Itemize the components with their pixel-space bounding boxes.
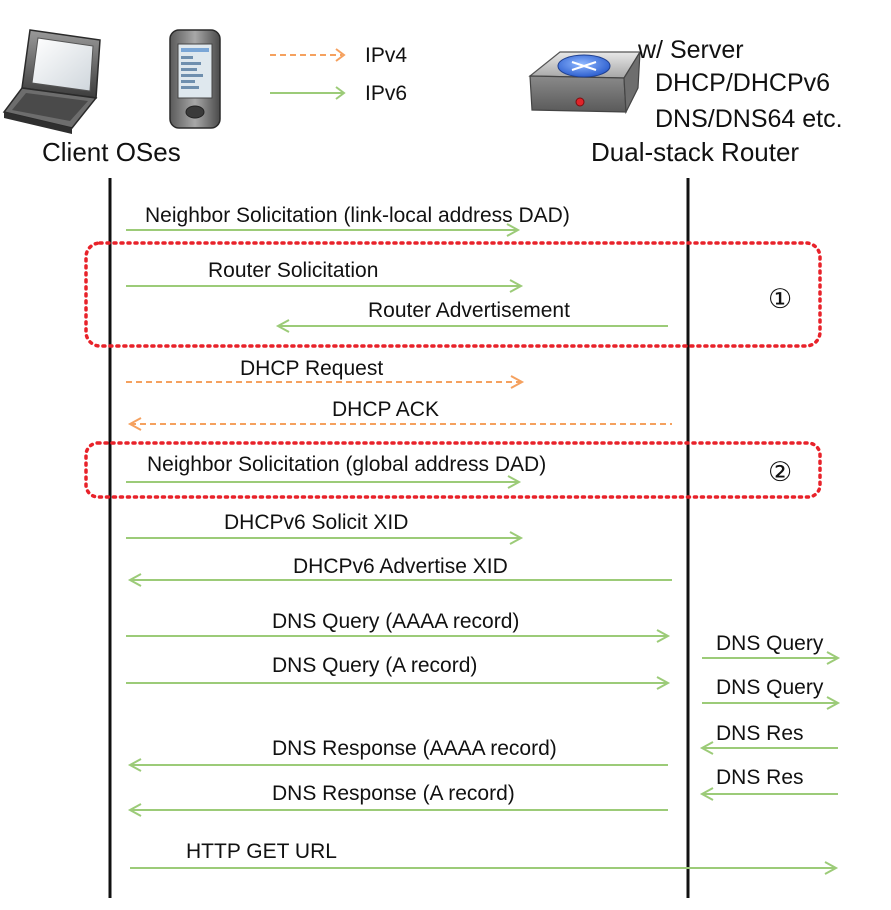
- message-3: DHCP Request: [126, 357, 525, 389]
- legend: IPv4 IPv6: [270, 44, 407, 105]
- server-line-2: DHCP/DHCPv6: [655, 69, 830, 97]
- message-3-label: DHCP Request: [240, 357, 383, 380]
- message-5-label: Neighbor Solicitation (global address DA…: [147, 453, 546, 476]
- upstream-2-arrowhead: [699, 741, 714, 755]
- message-0-arrowhead: [506, 223, 521, 237]
- upstream-0-arrowhead: [826, 651, 841, 665]
- message-12: HTTP GET URL: [130, 840, 839, 875]
- group-marker-2: ②: [768, 457, 792, 487]
- upstream-1-label: DNS Query: [716, 676, 824, 699]
- message-5-arrowhead: [507, 475, 522, 489]
- message-1-arrowhead: [509, 279, 524, 293]
- message-2: Router Advertisement: [275, 299, 668, 333]
- upstream-2: DNS Res: [699, 722, 838, 755]
- message-4: DHCP ACK: [127, 398, 672, 431]
- group-box-2: ②: [84, 441, 822, 499]
- message-1: Router Solicitation: [126, 259, 524, 293]
- router-label: Dual-stack Router: [591, 137, 799, 167]
- server-line-1: w/ Server: [637, 36, 744, 64]
- message-12-arrowhead: [824, 861, 839, 875]
- group-marker-1: ①: [768, 284, 792, 314]
- message-9: DNS Query (A record): [126, 654, 671, 690]
- upstream-message-list: DNS Query DNS Query DNS Res DNS Res: [699, 632, 841, 801]
- message-7-label: DHCPv6 Advertise XID: [293, 555, 508, 578]
- message-10-label: DNS Response (AAAA record): [272, 737, 557, 760]
- legend-ipv6-label: IPv6: [365, 82, 407, 105]
- message-9-label: DNS Query (A record): [272, 654, 477, 677]
- message-11-label: DNS Response (A record): [272, 782, 515, 805]
- upstream-0: DNS Query: [702, 632, 841, 665]
- smartphone-icon: [169, 29, 221, 129]
- message-4-arrowhead: [127, 417, 142, 431]
- message-0: Neighbor Solicitation (link-local addres…: [126, 204, 570, 237]
- message-7: DHCPv6 Advertise XID: [127, 555, 672, 587]
- message-0-label: Neighbor Solicitation (link-local addres…: [145, 204, 570, 227]
- message-10: DNS Response (AAAA record): [127, 737, 668, 772]
- message-5: Neighbor Solicitation (global address DA…: [126, 453, 546, 489]
- message-3-arrowhead: [510, 375, 525, 389]
- client-label: Client OSes: [42, 137, 181, 167]
- upstream-3: DNS Res: [699, 766, 838, 801]
- upstream-1-arrowhead: [826, 696, 841, 710]
- message-6-arrowhead: [509, 531, 524, 545]
- group-box-2-border: [84, 441, 822, 499]
- legend-ipv4-arrowhead: [335, 48, 346, 62]
- server-line-3: DNS/DNS64 etc.: [655, 105, 843, 133]
- message-10-arrowhead: [127, 758, 142, 772]
- message-8-arrowhead: [656, 629, 671, 643]
- legend-ipv4-label: IPv4: [365, 44, 407, 67]
- upstream-1: DNS Query: [702, 676, 841, 710]
- message-11: DNS Response (A record): [127, 782, 668, 817]
- message-8-label: DNS Query (AAAA record): [272, 610, 519, 633]
- message-11-arrowhead: [127, 803, 142, 817]
- message-1-label: Router Solicitation: [208, 259, 378, 282]
- upstream-3-arrowhead: [699, 787, 714, 801]
- message-7-arrowhead: [127, 573, 142, 587]
- upstream-0-label: DNS Query: [716, 632, 824, 655]
- message-4-label: DHCP ACK: [332, 398, 439, 421]
- message-list: Neighbor Solicitation (link-local addres…: [126, 204, 839, 875]
- upstream-2-label: DNS Res: [716, 722, 804, 745]
- laptop-icon: [2, 29, 101, 134]
- message-6-label: DHCPv6 Solicit XID: [224, 511, 408, 534]
- message-6: DHCPv6 Solicit XID: [126, 511, 524, 545]
- message-2-label: Router Advertisement: [368, 299, 570, 322]
- message-2-arrowhead: [275, 319, 290, 333]
- group-box-1-border: [84, 241, 822, 348]
- group-box-1: ①: [84, 241, 822, 348]
- message-8: DNS Query (AAAA record): [126, 610, 671, 643]
- router-icon: [528, 51, 642, 115]
- legend-ipv6-arrowhead: [335, 86, 346, 100]
- message-12-label: HTTP GET URL: [186, 840, 337, 863]
- message-9-arrowhead: [656, 676, 671, 690]
- upstream-3-label: DNS Res: [716, 766, 804, 789]
